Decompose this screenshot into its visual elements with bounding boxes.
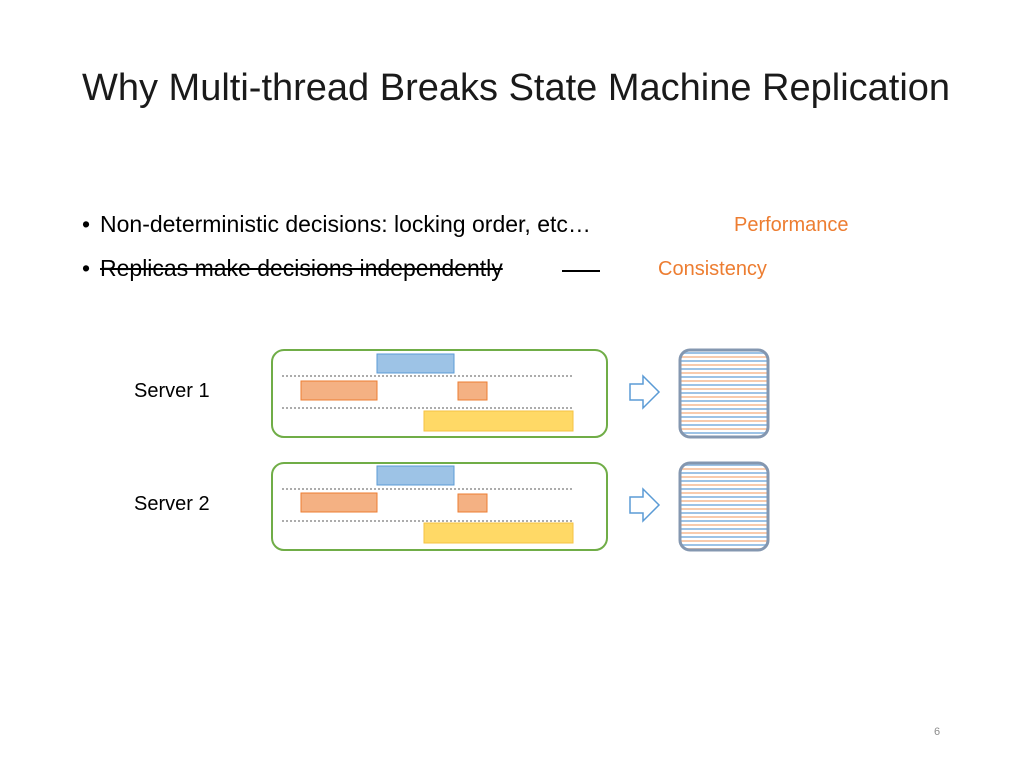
- bullet-2-text: Replicas make decisions independently: [100, 255, 503, 281]
- right-arrow-icon: [629, 487, 661, 523]
- bullet-2: • Replicas make decisions independently: [82, 253, 600, 283]
- state-grid-icon: [678, 348, 770, 439]
- thread-orange-block: [300, 492, 378, 513]
- bullet-1-text: Non-deterministic decisions: locking ord…: [100, 211, 591, 237]
- state-grid-icon: [678, 461, 770, 552]
- bullet-dot: •: [82, 211, 91, 237]
- server-2-label: Server 2: [134, 493, 210, 515]
- thread-blue-block: [376, 353, 455, 374]
- bullet-1: • Non-deterministic decisions: locking or…: [82, 209, 591, 239]
- thread-blue-block: [376, 465, 455, 486]
- thread-yellow-block: [423, 410, 574, 432]
- consistency-tag: Consistency: [658, 258, 767, 280]
- server-1-threads: [271, 349, 608, 438]
- page-number: 6: [934, 726, 941, 738]
- performance-tag: Performance: [734, 214, 849, 236]
- right-arrow-icon: [629, 374, 661, 410]
- server-2-threads: [271, 462, 608, 551]
- slide-title: Why Multi-thread Breaks State Machine Re…: [82, 67, 951, 109]
- server-1-label: Server 1: [134, 380, 210, 402]
- thread-orange-block: [457, 381, 488, 401]
- thread-yellow-block: [423, 522, 574, 544]
- thread-orange-block: [457, 493, 488, 513]
- bullet-dot: •: [82, 255, 91, 281]
- strikethrough-tail: [562, 270, 600, 272]
- thread-orange-block: [300, 380, 378, 401]
